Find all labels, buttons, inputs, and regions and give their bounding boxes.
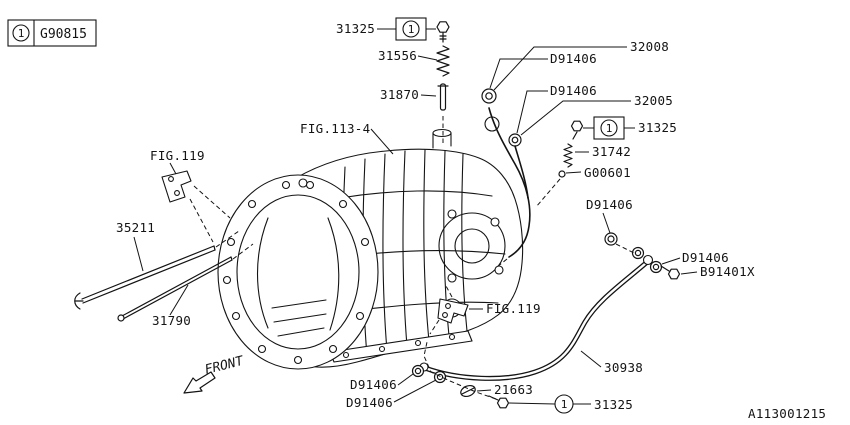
legend-part-code: G90815 — [40, 27, 87, 42]
part-label-fig-119-left: FIG.119 — [150, 148, 205, 163]
callout-1-symbol: 1 — [561, 398, 568, 411]
assembly-dashed-lines — [189, 116, 635, 400]
switch-harness — [481, 88, 531, 258]
spring-icon — [436, 45, 450, 77]
part-label-31325-bottom: 31325 — [594, 397, 633, 412]
bracket-icon — [437, 298, 469, 324]
pin-icon — [439, 83, 447, 111]
part-labels: 31325 31556 31870 FIG.113-4 D91406 32008… — [116, 21, 755, 412]
bolt-icon — [570, 120, 584, 132]
leader-lines — [133, 28, 698, 405]
callout-1-box: 1 — [593, 116, 625, 140]
callout-symbols: 1 1 1 — [395, 17, 625, 414]
bolt-icon — [496, 397, 510, 409]
part-label-31870: 31870 — [380, 87, 419, 102]
drawing-number: A113001215 — [748, 406, 826, 421]
rod-31790 — [117, 256, 233, 322]
bracket-icon — [161, 170, 192, 203]
shifter-rods — [74, 245, 233, 322]
switch-connector-icon — [508, 133, 522, 147]
part-label-d91406-d: D91406 — [682, 250, 729, 265]
front-indicator: FRONT — [183, 354, 246, 394]
washer-icon — [631, 246, 645, 260]
part-label-fig-113-4: FIG.113-4 — [300, 121, 370, 136]
rod-35211 — [74, 245, 216, 310]
part-label-21663: 21663 — [494, 382, 533, 397]
callout-1-circle: 1 — [554, 394, 574, 414]
legend-box: 1 G90815 — [7, 19, 97, 47]
part-label-31325-top: 31325 — [336, 21, 375, 36]
callout-1-symbol: 1 — [606, 122, 613, 135]
right-check-assembly — [558, 120, 584, 178]
reverse-check-assembly — [436, 21, 450, 111]
part-label-31556: 31556 — [378, 48, 417, 63]
part-label-fig-119-lower: FIG.119 — [486, 301, 541, 316]
part-label-d91406-a: D91406 — [550, 51, 597, 66]
part-label-g00601: G00601 — [584, 165, 631, 180]
case-flange — [217, 174, 379, 370]
part-label-30938: 30938 — [604, 360, 643, 375]
part-label-32005: 32005 — [634, 93, 673, 108]
part-label-d91406-e: D91406 — [350, 377, 397, 392]
oil-pipe-assembly — [411, 232, 681, 409]
callout-1-box: 1 — [395, 17, 427, 41]
spring-icon — [563, 143, 573, 168]
front-label: FRONT — [203, 354, 246, 378]
callout-1-symbol: 1 — [408, 23, 415, 36]
switch-connector-icon — [481, 88, 497, 104]
flange-bolt-holes — [222, 180, 370, 365]
legend-symbol: 1 — [18, 27, 25, 40]
part-label-31742: 31742 — [592, 144, 631, 159]
fig119-brackets — [161, 170, 469, 324]
part-label-32008: 32008 — [630, 39, 669, 54]
front-arrow-icon — [183, 371, 216, 394]
part-label-35211: 35211 — [116, 220, 155, 235]
part-label-d91406-c: D91406 — [586, 197, 633, 212]
part-label-d91406-b: D91406 — [550, 83, 597, 98]
part-label-31790: 31790 — [152, 313, 191, 328]
bolt-icon — [436, 21, 450, 33]
bolt-icon — [667, 268, 681, 280]
washer-icon — [604, 232, 618, 246]
ball-icon — [558, 170, 566, 178]
transmission-case-drawing — [217, 116, 524, 370]
washer-icon — [433, 370, 447, 384]
part-label-d91406-f: D91406 — [346, 395, 393, 410]
part-label-31325-right: 31325 — [638, 120, 677, 135]
part-label-b91401x: B91401X — [700, 264, 755, 279]
washer-icon — [649, 260, 663, 274]
washer-icon — [411, 364, 425, 378]
